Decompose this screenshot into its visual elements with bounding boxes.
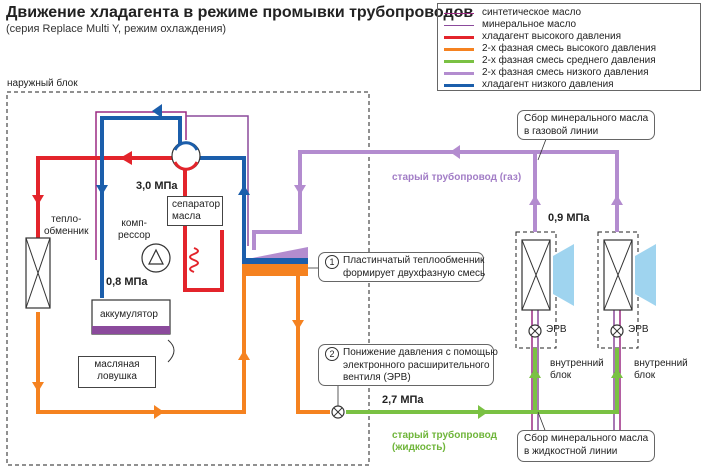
evr-label-1: ЭРВ [546, 324, 567, 335]
legend-swatch [444, 72, 474, 75]
blue-pipes [100, 116, 246, 298]
outdoor-unit-label: наружный блок [7, 78, 78, 89]
orange-pipes [36, 270, 330, 414]
legend-swatch [444, 13, 474, 14]
gas-line-label: старый трубопровод (газ) [392, 172, 522, 183]
oil-trap-curve [167, 339, 175, 363]
legend-label: 2-х фазная смесь низкого давления [482, 67, 649, 78]
heat-exchanger-label: тепло- обменник [44, 214, 89, 237]
page-title: Движение хладагента в режиме промывки тр… [6, 4, 474, 21]
evr-label-2: ЭРВ [628, 324, 649, 335]
callout-number: 2 [325, 347, 339, 361]
callout-number: 1 [325, 255, 339, 269]
legend-label: хладагент низкого давления [482, 79, 614, 90]
pressure-high-label: 3,0 МПа [136, 180, 178, 192]
callout-text: Понижение давления с помощью электронног… [343, 347, 498, 383]
legend-swatch [444, 25, 474, 26]
legend-label: минеральное масло [482, 19, 577, 30]
legend-item: синтетическое масло [444, 7, 698, 19]
legend-item: 2-х фазная смесь низкого давления [444, 67, 698, 79]
legend-label: 2-х фазная смесь высокого давления [482, 43, 657, 54]
legend-swatch [444, 48, 474, 51]
legend-swatch [444, 36, 474, 39]
indoor-unit-label-2: внутренний блок [634, 358, 688, 381]
liquid-oil-callout: Сбор минерального масла в жидкостной лин… [517, 430, 655, 462]
oil-separator-coil [189, 247, 199, 273]
indoor-unit-1 [521, 239, 574, 338]
pressure-indoor-label: 0,9 МПа [548, 212, 590, 224]
oil-trap-box: масляная ловушка [78, 356, 156, 388]
evr-callout: 2 Понижение давления с помощью электронно… [318, 344, 498, 386]
legend-swatch [444, 60, 474, 63]
legend-item: 2-х фазная смесь среднего давления [444, 55, 698, 67]
accumulator-label: аккумулятор [100, 309, 158, 320]
legend-item: минеральное масло [444, 19, 698, 31]
gas-oil-callout: Сбор минерального масла в газовой линии [517, 110, 655, 140]
indoor-unit-2 [603, 239, 656, 338]
callout-text: Пластинчатый теплообменник формирует дву… [343, 255, 486, 279]
legend-item: хладагент низкого давления [444, 79, 698, 91]
pressure-low-label: 0,8 МПа [106, 276, 148, 288]
indoor-unit-label-1: внутренний блок [550, 358, 604, 381]
plate-hx-callout: 1 Пластинчатый теплообменник формирует дв… [318, 252, 486, 282]
plate-heat-exchanger [242, 247, 308, 276]
legend: синтетическое масло минеральное масло хл… [437, 3, 701, 91]
flow-arrows [32, 104, 623, 419]
oil-separator-box: сепаратор масла [167, 196, 223, 226]
legend-swatch [444, 84, 474, 87]
liquid-line-label: старый трубопровод (жидкость) [392, 430, 497, 453]
legend-label: 2-х фазная смесь среднего давления [482, 55, 656, 66]
legend-item: 2-х фазная смесь высокого давления [444, 43, 698, 55]
legend-label: синтетическое масло [482, 7, 582, 18]
gas-line [252, 150, 619, 250]
page-subtitle: (серия Replace Multi Y, режим охлаждения… [6, 23, 227, 35]
pressure-liquid-label: 2,7 МПа [382, 394, 424, 406]
legend-label: хладагент высокого давления [482, 31, 622, 42]
compressor-label: комп- рессор [118, 218, 151, 241]
legend-item: хладагент высокого давления [444, 31, 698, 43]
compressor [141, 243, 171, 273]
